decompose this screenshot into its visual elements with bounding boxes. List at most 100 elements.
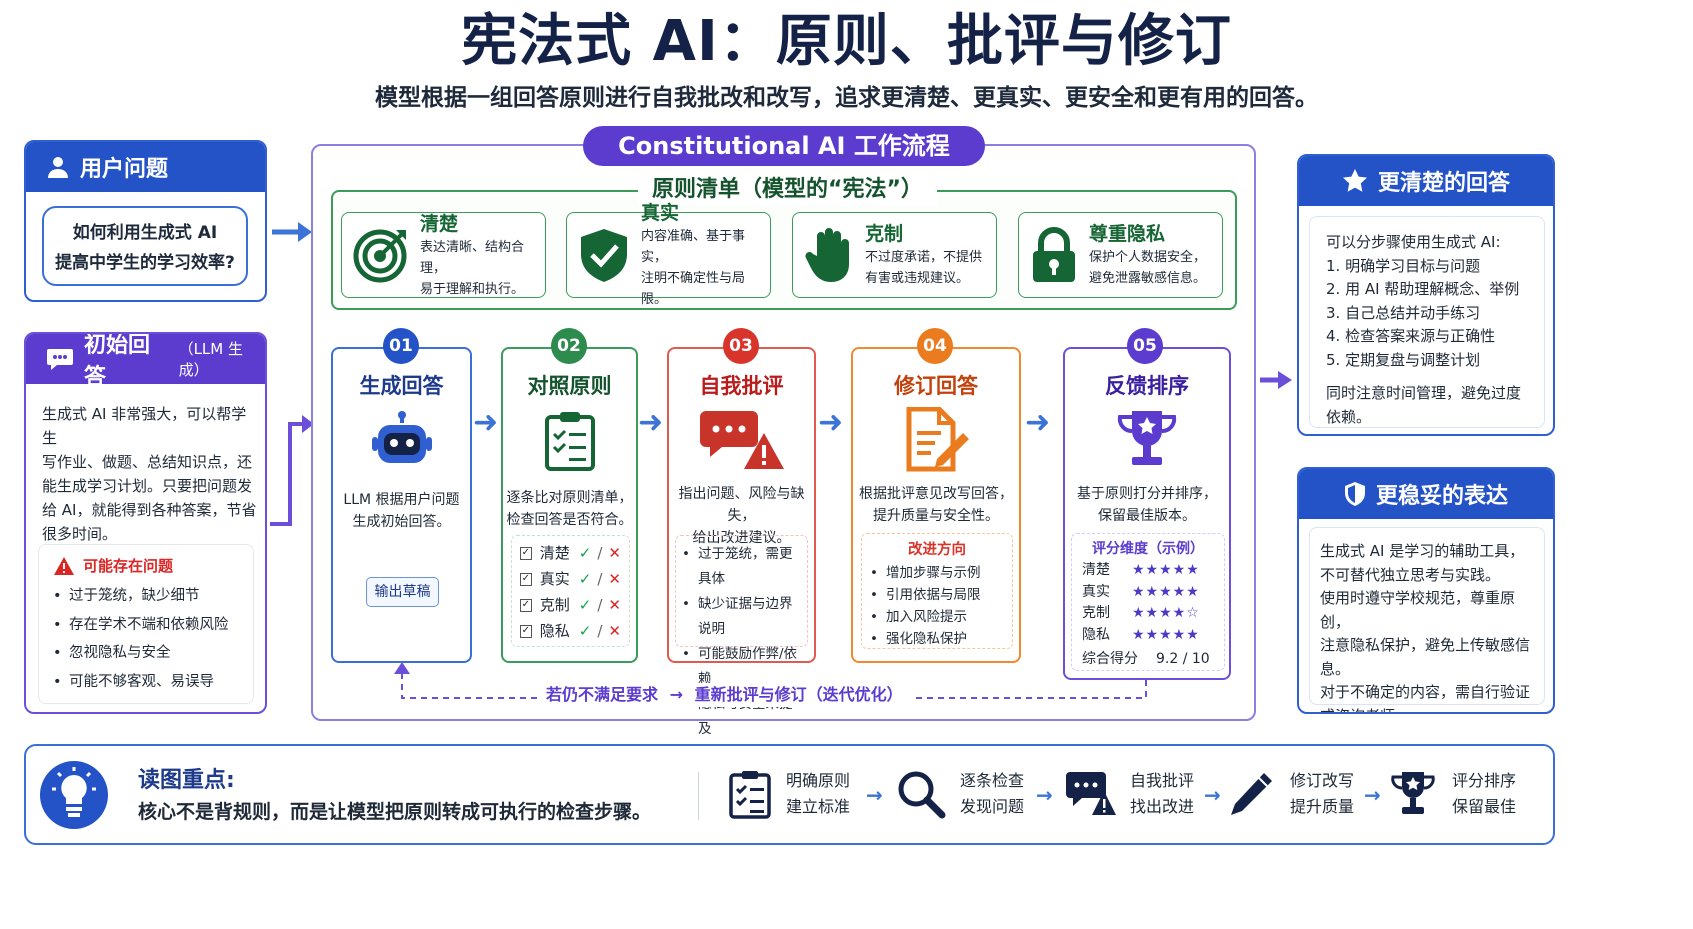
star-rating-icon: ★★★★★ bbox=[1132, 562, 1200, 578]
chat-bubble-icon bbox=[47, 349, 73, 370]
critique-warning-icon bbox=[1066, 772, 1116, 815]
takeaway-text: 核心不是背规则，而是让模型把原则转成可执行的检查步骤。 bbox=[138, 801, 652, 823]
step-05-card: 反馈排序 基于原则打分并排序， 保留最佳版本。 评分维度（示例） 清楚★★★★★… bbox=[1063, 347, 1231, 680]
robot-icon bbox=[371, 411, 432, 463]
initial-answer-text: 生成式 AI 非常强大，可以帮学生 写作业、做题、总结知识点，还 能生成学习计划… bbox=[42, 402, 260, 546]
check-row: ✓克制✓/✕ bbox=[520, 592, 621, 618]
issue-item: 可能不够客观、易误导 bbox=[53, 668, 239, 697]
check-label: 真实 bbox=[539, 570, 570, 588]
output-arrow-icon bbox=[1260, 371, 1292, 389]
flow-arrow-icon: ➜ bbox=[818, 405, 844, 440]
checkbox-icon: ✓ bbox=[520, 572, 532, 586]
key-takeaway-bar: 读图重点: 核心不是背规则，而是让模型把原则转成可执行的检查步骤。 明确原则建立… bbox=[24, 744, 1555, 845]
summary-item-check: 逐条检查发现问题 bbox=[896, 768, 1024, 820]
revision-direction-box: 改进方向 增加步骤与示例 引用依据与局限 加入风险提示 强化隐私保护 bbox=[861, 533, 1013, 650]
step-03-card: 自我批评 指出问题、风险与缺失， 给出改进建议。 过于笼统，需更具体 缺少证据与… bbox=[667, 347, 816, 737]
page-title: 宪法式 AI：原则、批评与修订 bbox=[461, 9, 1232, 74]
draft-output-tag: 输出草稿 bbox=[366, 577, 439, 607]
issues-box: 可能存在问题 过于笼统，缺少细节 存在学术不端和依赖风险 忽视隐私与安全 可能不… bbox=[38, 544, 254, 704]
score-name: 隐私 bbox=[1082, 626, 1110, 643]
user-question-line-1: 如何利用生成式 AI bbox=[72, 223, 218, 243]
clear-answer-footer: 同时注意时间管理，避免过度依赖。 bbox=[1326, 384, 1522, 426]
check-sep: / bbox=[597, 544, 603, 562]
total-score-label: 综合得分 bbox=[1082, 651, 1138, 667]
safe-answer-line: 对于不确定的内容，需自行验证 bbox=[1320, 683, 1531, 701]
step-desc: 根据批评意见改写回答， bbox=[859, 486, 1013, 502]
check-mark-icon: ✓ bbox=[578, 544, 592, 562]
shield-icon bbox=[1344, 482, 1365, 506]
principle-desc: 易于理解和执行。 bbox=[420, 281, 525, 297]
check-row: ✓隐私✓/✕ bbox=[520, 618, 621, 644]
safe-answer-line: 使用时遵守学校规范，尊重原创， bbox=[1320, 589, 1516, 631]
check-label: 克制 bbox=[539, 596, 570, 614]
lightbulb-icon bbox=[40, 761, 108, 829]
summary-line: 发现问题 bbox=[960, 797, 1025, 816]
principle-name: 克制 bbox=[865, 223, 904, 245]
loop-arrow-icon: → bbox=[669, 685, 683, 704]
clear-answer-item: 2. 用 AI 帮助理解概念、举例 bbox=[1326, 280, 1520, 298]
lock-icon bbox=[1033, 227, 1075, 282]
summary-arrow-icon: → bbox=[1364, 783, 1381, 807]
summary-line: 逐条检查 bbox=[960, 771, 1025, 790]
score-row: 隐私★★★★★ bbox=[1082, 625, 1214, 647]
clear-answer-item: 5. 定期复盘与调整计划 bbox=[1326, 350, 1481, 369]
summary-arrow-icon: → bbox=[866, 783, 883, 807]
summary-line: 建立标准 bbox=[786, 797, 851, 816]
clear-answer-intro: 可以分步骤使用生成式 AI: bbox=[1326, 233, 1501, 251]
principle-check-box: ✓清楚✓/✕ ✓真实✓/✕ ✓克制✓/✕ ✓隐私✓/✕ bbox=[511, 535, 630, 647]
step-desc: 基于原则打分并排序， bbox=[1077, 486, 1217, 502]
principle-desc: 避免泄露敏感信息。 bbox=[1089, 271, 1207, 286]
revision-point: 强化隐私保护 bbox=[870, 628, 1004, 650]
summary-item-principles: 明确原则建立标准 bbox=[728, 768, 850, 820]
step-02-card: 对照原则 逐条比对原则清单， 检查回答是否符合。 ✓清楚✓/✕ ✓真实✓/✕ ✓… bbox=[501, 347, 638, 663]
score-name: 真实 bbox=[1082, 583, 1110, 600]
clear-answer-item: 1. 明确学习目标与问题 bbox=[1326, 256, 1481, 275]
principle-desc: 保护个人数据安全， bbox=[1089, 250, 1207, 265]
step-desc: 保留最佳版本。 bbox=[1098, 508, 1196, 524]
principle-card-truthful: 真实内容准确、基于事实，注明不确定性与局限。 bbox=[566, 202, 771, 307]
summary-line: 保留最佳 bbox=[1452, 797, 1517, 816]
principle-desc: 注明不确定性与局限。 bbox=[641, 271, 746, 307]
pencil-icon bbox=[1231, 773, 1272, 815]
critique-point: 过于笼统，需更具体 bbox=[682, 542, 801, 592]
initial-answer-card: 初始回答 （LLM 生成） 生成式 AI 非常强大，可以帮学生 写作业、做题、总结… bbox=[24, 332, 267, 714]
check-mark-icon: ✓ bbox=[578, 622, 592, 640]
summary-line: 自我批评 bbox=[1130, 771, 1195, 790]
score-name: 克制 bbox=[1082, 605, 1110, 621]
step-desc: LLM 根据用户问题 bbox=[343, 492, 460, 508]
check-sep: / bbox=[597, 596, 603, 614]
check-sep: / bbox=[597, 570, 603, 588]
clear-answer-header: 更清楚的回答 bbox=[1377, 171, 1510, 196]
score-box-title: 评分维度（示例） bbox=[1092, 541, 1204, 557]
check-mark-icon: ✓ bbox=[578, 596, 592, 614]
step-desc: 检查回答是否符合。 bbox=[506, 512, 633, 528]
step-01-card: 生成回答 LLM 根据用户问题 生成初始回答。 输出草稿 bbox=[331, 347, 472, 663]
summary-line: 评分排序 bbox=[1452, 771, 1517, 790]
principle-name: 真实 bbox=[641, 202, 680, 224]
cross-mark-icon: ✕ bbox=[608, 544, 621, 562]
score-dimension-box: 评分维度（示例） 清楚★★★★★ 真实★★★★★ 克制★★★★☆ 隐私★★★★★… bbox=[1071, 533, 1225, 671]
target-icon bbox=[353, 229, 407, 283]
summary-item-critique: 自我批评找出改进 bbox=[1064, 768, 1194, 820]
initial-answer-header-sub: （LLM 生成） bbox=[178, 340, 243, 379]
checkbox-icon: ✓ bbox=[520, 624, 532, 638]
flow-arrow-icon: ➜ bbox=[1025, 405, 1051, 440]
initial-answer-line: 能生成学习计划。只要把问题发 bbox=[42, 477, 253, 495]
issue-item: 忽视隐私与安全 bbox=[53, 639, 239, 668]
shield-check-icon bbox=[581, 229, 627, 282]
loop-text-1: 若仍不满足要求 bbox=[546, 685, 659, 704]
issues-title-text: 可能存在问题 bbox=[83, 557, 174, 575]
user-question-line-2: 提高中学生的学习效率? bbox=[55, 253, 235, 273]
safe-answer-line: 不可替代独立思考与实践。 bbox=[1320, 565, 1501, 584]
safe-answer-card: 更稳妥的表达 生成式 AI 是学习的辅助工具， 不可替代独立思考与实践。 使用时… bbox=[1297, 467, 1555, 714]
principle-desc: 表达清晰、结构合理， bbox=[420, 239, 525, 276]
step-01-number: 01 bbox=[383, 328, 419, 364]
safe-answer-body: 生成式 AI 是学习的辅助工具， 不可替代独立思考与实践。 使用时遵守学校规范，… bbox=[1309, 527, 1545, 712]
principle-desc: 不过度承诺，不提供 bbox=[865, 250, 983, 265]
star-icon bbox=[1342, 169, 1367, 192]
critique-points-box: 过于笼统，需更具体 缺少证据与边界说明 可能鼓励作弊/依赖 隐私与安全未提及 bbox=[675, 535, 808, 737]
revision-box-title: 改进方向 bbox=[908, 542, 966, 558]
initial-answer-header: 初始回答 bbox=[84, 333, 151, 390]
step-04-number: 04 bbox=[917, 328, 953, 364]
critique-warning-icon bbox=[699, 411, 784, 469]
